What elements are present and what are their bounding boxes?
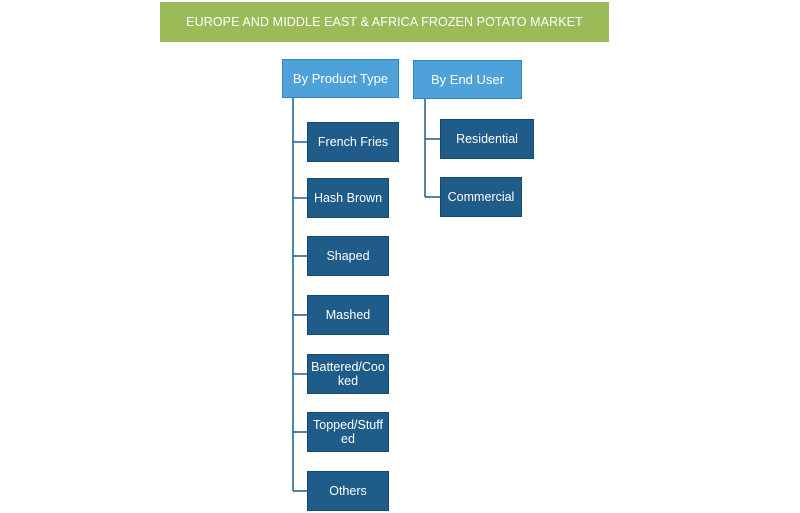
- leaf-topped-stuffed: Topped/Stuffed: [307, 412, 389, 452]
- leaf-french-fries: French Fries: [307, 122, 399, 162]
- leaf-residential: Residential: [440, 119, 534, 159]
- leaf-others: Others: [307, 471, 389, 511]
- category-by-end-user: By End User: [413, 60, 522, 99]
- category-by-product-type: By Product Type: [282, 59, 399, 98]
- leaf-battered-cooked: Battered/Cooked: [307, 354, 389, 394]
- leaf-mashed: Mashed: [307, 295, 389, 335]
- diagram-title: EUROPE AND MIDDLE EAST & AFRICA FROZEN P…: [160, 2, 609, 42]
- leaf-shaped: Shaped: [307, 236, 389, 276]
- leaf-commercial: Commercial: [440, 177, 522, 217]
- leaf-hash-brown: Hash Brown: [307, 178, 389, 218]
